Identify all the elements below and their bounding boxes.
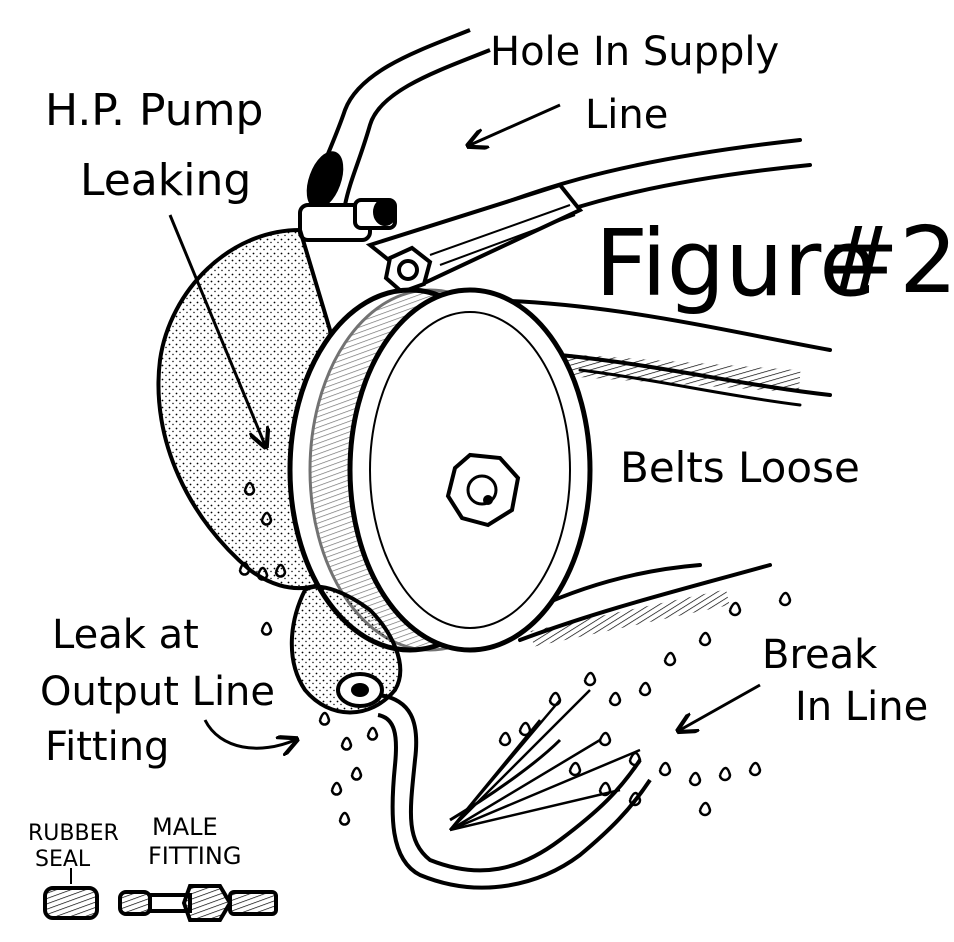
label-belts-loose: Belts Loose xyxy=(620,443,860,492)
arrow-pump-leaking xyxy=(168,214,265,445)
arrow-supply-line xyxy=(470,103,561,145)
arrow-output-fitting xyxy=(203,719,295,748)
output-fitting-leak xyxy=(289,584,403,715)
pulley xyxy=(287,287,593,653)
label-rubber-seal: RUBBER SEAL xyxy=(28,821,126,872)
label-hole-supply-line: Hole In Supply Line xyxy=(490,29,792,138)
label-hp-pump-leaking: H.P. Pump Leaking xyxy=(45,85,277,206)
label-male-fitting: MALE FITTING xyxy=(148,813,241,870)
mounting-bracket xyxy=(365,182,584,295)
label-break-in-line: Break In Line xyxy=(762,632,928,730)
male-fitting-part xyxy=(118,884,278,922)
figure-number: #2 xyxy=(822,207,954,314)
supply-line-hose xyxy=(298,28,491,242)
spray-droplets xyxy=(449,591,792,832)
label-leak-output-fitting: Leak at Output Line Fitting xyxy=(40,612,288,770)
rubber-seal-part xyxy=(43,868,99,920)
hub-nut xyxy=(445,452,521,528)
pointer-arrows xyxy=(168,103,761,748)
figure-title: Figure xyxy=(595,210,876,317)
leak-drips xyxy=(238,481,379,826)
arrow-break-in-line xyxy=(680,683,761,730)
